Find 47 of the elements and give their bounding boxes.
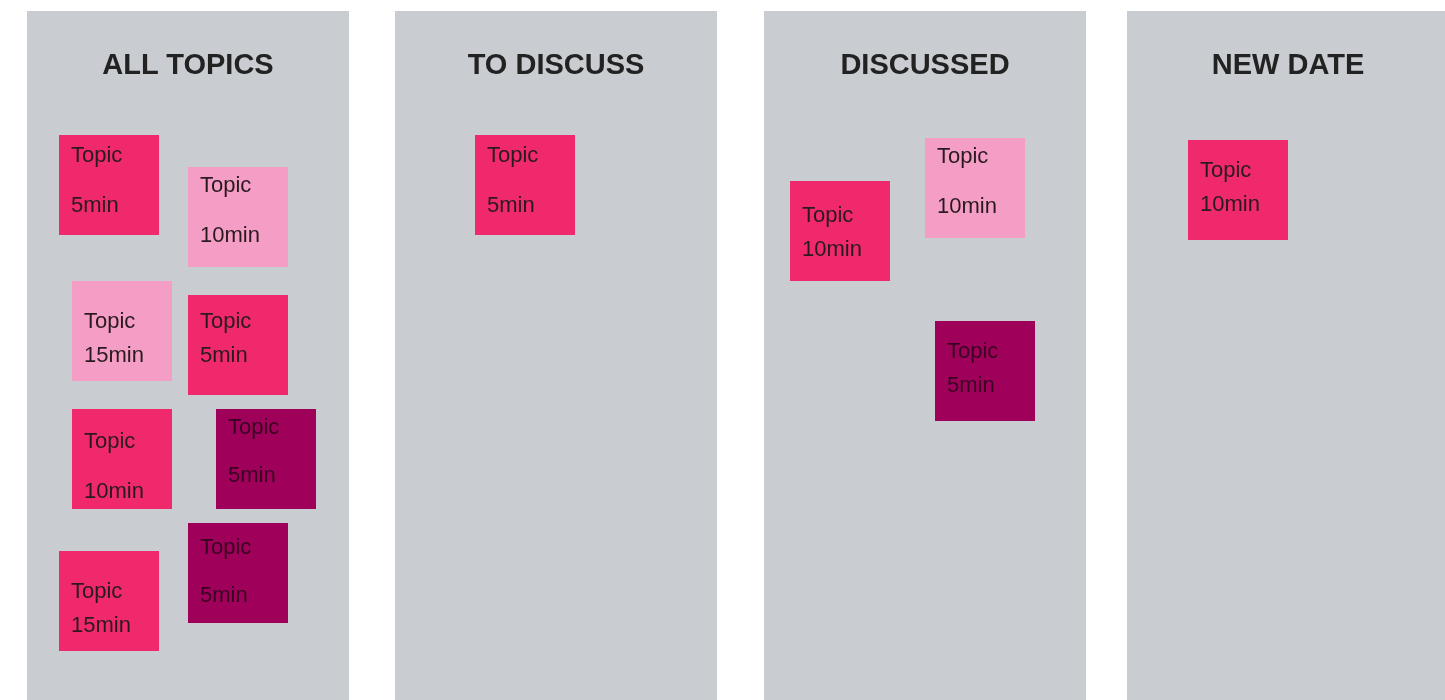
note-duration: 5min — [71, 190, 120, 218]
sticky-note — [925, 138, 1025, 238]
board-column — [764, 11, 1086, 700]
column-heading: DISCUSSED — [839, 47, 1011, 82]
sticky-note — [188, 295, 288, 395]
note-duration: 5min — [228, 460, 277, 488]
sticky-note — [935, 321, 1035, 421]
note-title: Topic — [84, 307, 137, 335]
note-title: Topic — [802, 201, 855, 229]
note-duration: 10min — [802, 234, 863, 262]
board-column — [395, 11, 717, 700]
sticky-note — [216, 409, 316, 509]
sticky-note — [790, 181, 890, 281]
sticky-note — [59, 551, 159, 651]
note-duration: 10min — [84, 476, 145, 504]
sticky-note — [188, 167, 288, 267]
note-duration: 10min — [200, 220, 261, 248]
note-duration: 15min — [71, 610, 132, 638]
column-heading: NEW DATE — [1210, 47, 1366, 82]
note-duration: 10min — [1200, 189, 1261, 217]
note-title: Topic — [228, 413, 281, 441]
note-duration: 5min — [487, 190, 536, 218]
sticky-note — [188, 523, 288, 623]
sticky-note — [1188, 140, 1288, 240]
note-duration: 5min — [200, 340, 249, 368]
note-title: Topic — [487, 141, 540, 169]
sticky-note — [72, 281, 172, 381]
sticky-note — [59, 135, 159, 235]
board-column — [27, 11, 349, 700]
note-title: Topic — [947, 337, 1000, 365]
board-column — [1127, 11, 1445, 700]
note-duration: 15min — [84, 340, 145, 368]
note-title: Topic — [71, 577, 124, 605]
note-title: Topic — [71, 141, 124, 169]
sticky-note — [475, 135, 575, 235]
column-heading: TO DISCUSS — [466, 47, 646, 82]
note-duration: 10min — [937, 191, 998, 219]
note-title: Topic — [200, 307, 253, 335]
note-title: Topic — [200, 171, 253, 199]
note-duration: 5min — [947, 370, 996, 398]
note-title: Topic — [937, 142, 990, 170]
sticky-note — [72, 409, 172, 509]
column-heading: ALL TOPICS — [101, 47, 275, 82]
note-duration: 5min — [200, 580, 249, 608]
note-title: Topic — [84, 427, 137, 455]
note-title: Topic — [200, 533, 253, 561]
note-title: Topic — [1200, 156, 1253, 184]
